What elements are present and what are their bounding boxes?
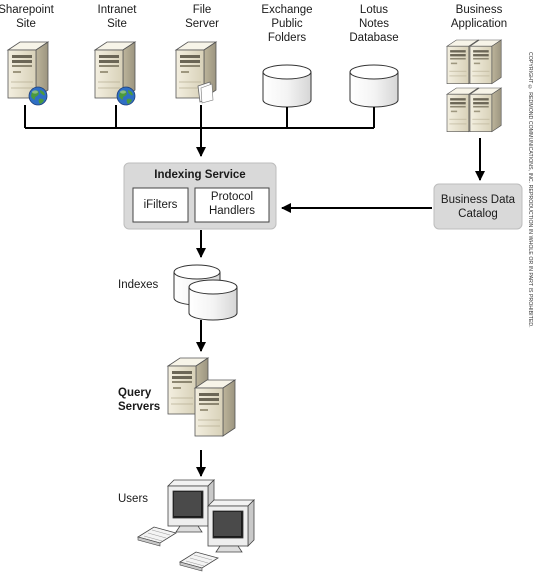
query-servers-icon xyxy=(167,357,236,437)
copyright-notice: COPYRIGHT © REDMOND COMMUNICATIONS, INC.… xyxy=(527,52,533,328)
exchange-public-folders-database xyxy=(262,64,312,108)
indexes-label: Indexes xyxy=(118,279,159,291)
users-computers-icon xyxy=(137,479,255,572)
file-server xyxy=(175,41,217,104)
business-data-catalog-label: Business Data Catalog xyxy=(440,194,516,220)
ifilters-label: iFilters xyxy=(143,199,178,211)
protocol-handlers-label: Protocol Handlers xyxy=(208,191,256,217)
lotus-notes-database xyxy=(349,64,399,108)
sharepoint-site-server xyxy=(7,41,49,106)
label-file-server: File Server xyxy=(185,4,219,30)
label-exchange-public-folders: Exchange Public Folders xyxy=(261,4,313,44)
indexing-service-title: Indexing Service xyxy=(154,169,246,181)
indexes-database-icon xyxy=(173,264,238,321)
business-application-server-cluster xyxy=(446,39,502,133)
protocol-handlers-box xyxy=(194,187,270,223)
ifilters-box xyxy=(132,187,189,223)
label-business-application: Business Application xyxy=(450,4,508,30)
query-servers-label: Query Servers xyxy=(118,387,161,413)
business-data-catalog-box xyxy=(433,183,523,230)
intranet-site-server xyxy=(94,41,136,106)
globe-icon xyxy=(28,86,48,106)
label-intranet-site: Intranet Site xyxy=(97,4,137,30)
indexing-service-box xyxy=(123,162,277,230)
label-sharepoint-site: Sharepoint Site xyxy=(0,4,54,30)
document-icon xyxy=(197,81,214,104)
connectors xyxy=(24,105,485,477)
label-lotus-notes-database: Lotus Notes Database xyxy=(349,4,399,44)
globe-icon xyxy=(116,86,136,106)
users-label: Users xyxy=(118,493,149,505)
